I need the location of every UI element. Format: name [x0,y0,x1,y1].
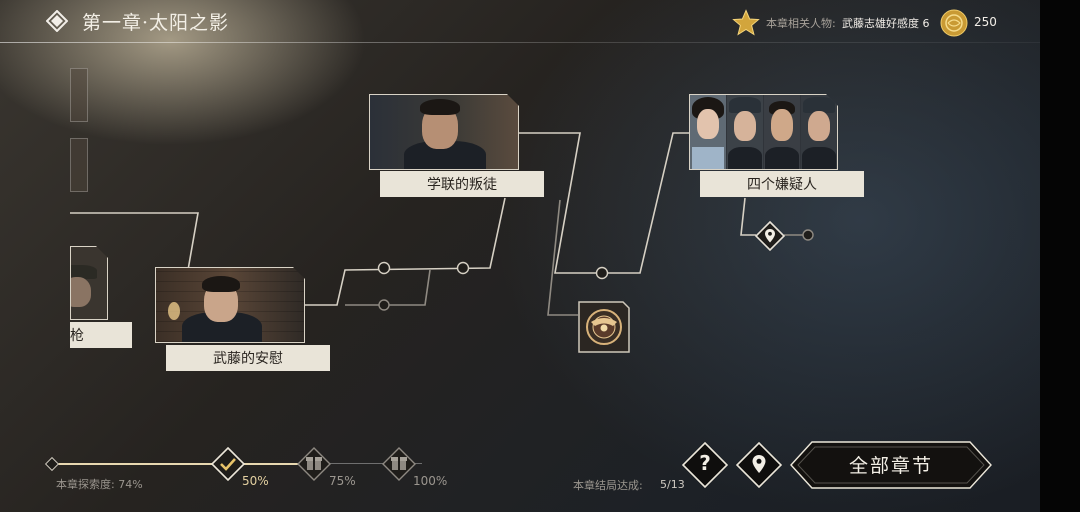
node-traitor-thumbnail [369,94,519,170]
chapter-title: 第一章·太阳之影 [82,12,230,34]
node-wuteng-label: 武藤的安慰 [166,345,330,371]
milestone-100-gift-icon[interactable] [382,447,416,481]
faded-card-top [70,68,88,122]
story-path-lines [70,132,814,316]
milestone-100-label: 100% [413,474,448,488]
related-character-label: 本章相关人物: [766,17,836,30]
milestone-75-gift-icon[interactable] [297,447,331,481]
node-suspects-thumbnail [689,94,838,170]
ending-value: 5/13 [660,478,685,491]
exploration-label: 本章探索度: 74% [56,476,143,492]
node-suspects-label: 四个嫌疑人 [700,171,864,197]
milestone-50-label: 50% [242,474,269,488]
all-chapters-label: 全部章节 [848,455,933,477]
node-traitor-label: 学联的叛徒 [380,171,544,197]
suspect-portrait-2 [727,95,763,169]
gold-coin-icon [940,9,968,37]
node-wuteng-thumbnail [155,267,305,343]
all-chapters-button[interactable] [790,440,992,490]
help-icon: ? [699,451,711,475]
suspect-portrait-3 [764,95,800,169]
node-left-label: 枪 [70,322,132,348]
suspect-portrait-1 [690,95,726,169]
screen-edge-bar [1040,0,1080,512]
coin-amount: 250 [974,15,997,29]
node-left-thumbnail [70,246,108,320]
exploration-value: 74% [118,478,143,491]
location-pin-icon [752,455,766,473]
help-button[interactable] [682,442,728,488]
emblem-badge-icon [578,301,630,353]
current-location-marker[interactable] [755,221,785,251]
milestone-75-label: 75% [329,474,356,488]
node-emblem[interactable] [577,300,631,354]
milestone-50-check-icon[interactable] [211,447,245,481]
faded-card-mid [70,138,88,192]
back-diamond-icon[interactable] [46,10,68,32]
location-button[interactable] [736,442,782,488]
exploration-label-text: 本章探索度: [56,478,115,491]
suspect-portrait-4 [801,95,837,169]
header-divider [0,42,1040,43]
gold-star-icon [732,9,760,36]
ending-label: 本章结局达成: [573,479,643,492]
chapter-map: 第一章·太阳之影 本章相关人物: 武藤志雄好感度 6 250 枪 武藤的安慰 [0,0,1040,512]
related-character-value: 武藤志雄好感度 6 [842,17,930,30]
exploration-fill [52,463,311,465]
